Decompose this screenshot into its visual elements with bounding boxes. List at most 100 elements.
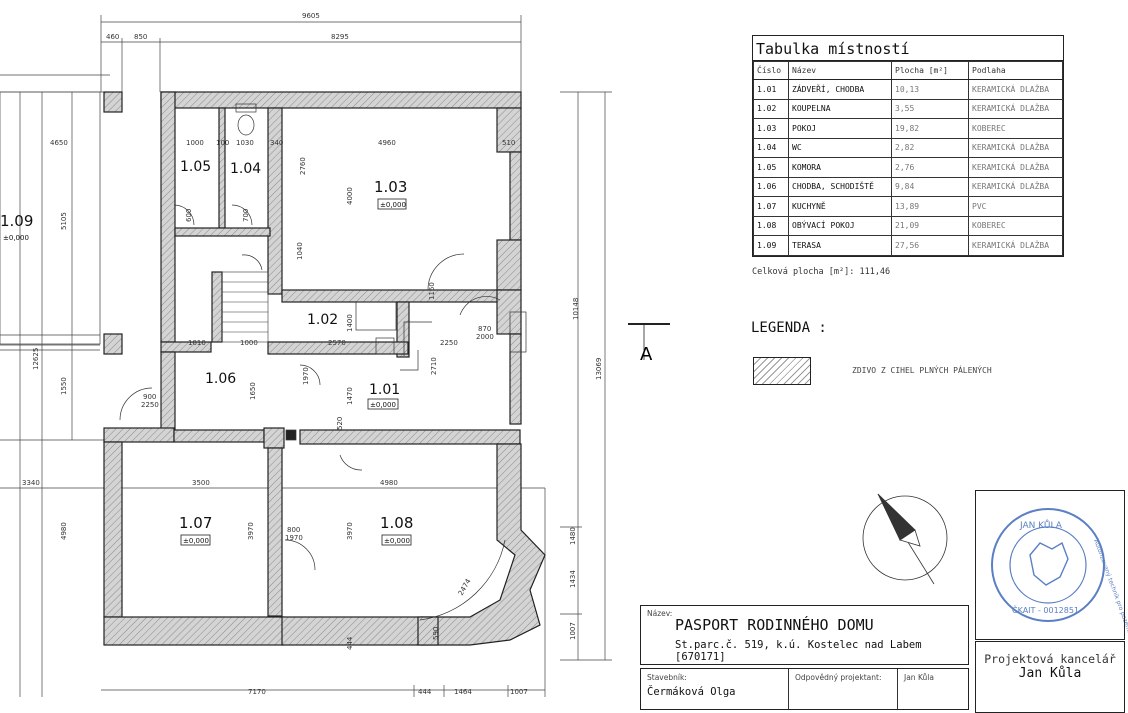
dim: 870 — [478, 325, 491, 333]
th-number: Číslo — [753, 61, 789, 80]
dim: 1650 — [249, 382, 257, 400]
dim: 4980 — [60, 522, 68, 540]
cell: 9,84 — [891, 176, 969, 197]
dim: 4000 — [346, 187, 354, 205]
cell: KERAMICKÁ DLAŽBA — [968, 98, 1063, 119]
cell: KERAMICKÁ DLAŽBA — [968, 79, 1063, 100]
door-swings — [119, 204, 506, 621]
cell: 3,55 — [891, 98, 969, 119]
office-line1: Projektová kancelář — [984, 652, 1116, 666]
cell: POKOJ — [788, 118, 892, 139]
dim: 900 — [143, 393, 156, 401]
dim: 1040 — [296, 242, 304, 260]
dim: 3970 — [247, 522, 255, 540]
dim-top-total: 9605 — [302, 12, 320, 20]
room-1-03-level: ±0,000 — [380, 201, 406, 209]
dim: 444 — [346, 636, 354, 650]
dim: 800 — [287, 526, 300, 534]
owner-label: Stavebník: — [647, 673, 687, 682]
dimension-lines — [0, 15, 612, 697]
cell: 1.09 — [753, 235, 789, 256]
owner-cell: Stavebník: Čermáková Olga — [641, 669, 789, 709]
dim: 4980 — [380, 479, 398, 487]
cell: 1.07 — [753, 196, 789, 217]
dim: 340 — [270, 139, 283, 147]
north-arrow — [862, 493, 948, 585]
dim: 590 — [432, 627, 440, 640]
dim: 2474 — [457, 577, 473, 597]
cell: KERAMICKÁ DLAŽBA — [968, 176, 1063, 197]
room-1-07-label: 1.07 — [179, 514, 212, 532]
room-1-09-level: ±0,000 — [3, 234, 29, 242]
cell: 1.02 — [753, 98, 789, 119]
stamp-top: JAN KŮLA — [1019, 519, 1063, 531]
title-label: Název: — [647, 609, 673, 618]
cell: TERASA — [788, 235, 892, 256]
cell: 19,82 — [891, 118, 969, 139]
dim: 460 — [106, 33, 119, 41]
table-header-row: Číslo Název Plocha [m²] Podlaha — [753, 61, 1063, 80]
dim: 4650 — [50, 139, 68, 147]
cell: 27,56 — [891, 235, 969, 256]
owner-value: Čermáková Olga — [647, 686, 736, 698]
svg-text:A: A — [640, 344, 653, 365]
dim: 1010 — [188, 339, 206, 347]
cell: 1.06 — [753, 176, 789, 197]
dim: 7170 — [248, 688, 266, 696]
room-1-08-level: ±0,000 — [384, 537, 410, 545]
cell: KERAMICKÁ DLAŽBA — [968, 137, 1063, 158]
dim: 1970 — [285, 534, 303, 542]
cell: KERAMICKÁ DLAŽBA — [968, 235, 1063, 256]
cell: WC — [788, 137, 892, 158]
dim: 1464 — [454, 688, 472, 696]
dim: 12625 — [32, 348, 40, 370]
dim: 2760 — [299, 157, 307, 175]
office-block: Projektová kancelář Jan Kůla — [975, 641, 1125, 713]
dim: 3500 — [192, 479, 210, 487]
cell: 1.05 — [753, 157, 789, 178]
room-table-caption: Tabulka místností — [753, 36, 1063, 61]
responsible-label: Odpovědný projektant: — [795, 673, 882, 682]
dim: 1160 — [428, 282, 436, 300]
cell: PVC — [968, 196, 1063, 217]
legend-item-text: ZDIVO Z CIHEL PLNÝCH PÁLENÝCH — [852, 366, 992, 375]
dim: 1000 — [186, 139, 204, 147]
floor-plan: A 9605 460 850 8295 4650 4960 1000 100 1… — [0, 12, 1128, 697]
cell: 13,89 — [891, 196, 969, 217]
info-block: Stavebník: Čermáková Olga Odpovědný proj… — [640, 668, 969, 710]
dim: 600 — [185, 209, 193, 222]
responsible-cell: Odpovědný projektant: — [789, 669, 898, 709]
cell: ZÁDVEŘÍ, CHODBA — [788, 79, 892, 100]
drawn-label: Jan Kůla — [904, 673, 934, 682]
section-mark: A — [628, 323, 670, 365]
staircase — [221, 271, 269, 343]
cell: KOBEREC — [968, 118, 1063, 139]
cell: 1.01 — [753, 79, 789, 100]
dim: 444 — [418, 688, 432, 696]
dim: 520 — [336, 417, 344, 430]
room-1-01-label: 1.01 — [369, 382, 400, 398]
cell: KOBEREC — [968, 215, 1063, 236]
cell: 1.04 — [753, 137, 789, 158]
dim: 1000 — [240, 339, 258, 347]
legend-hatch-swatch — [753, 357, 811, 385]
dim: 1434 — [569, 570, 577, 588]
cell: CHODBA, SCHODIŠTĚ — [788, 176, 892, 197]
cell: KERAMICKÁ DLAŽBA — [968, 157, 1063, 178]
dim: 1007 — [510, 688, 528, 696]
drawing-title: PASPORT RODINNÉHO DOMU — [675, 616, 874, 634]
dim: 2710 — [430, 357, 438, 375]
dim: 2000 — [476, 333, 494, 341]
th-area: Plocha [m²] — [891, 61, 969, 80]
dim: 1470 — [346, 387, 354, 405]
cell: KOMORA — [788, 157, 892, 178]
dim: 2250 — [440, 339, 458, 347]
room-1-06-label: 1.06 — [205, 371, 236, 387]
th-name: Název — [788, 61, 892, 80]
